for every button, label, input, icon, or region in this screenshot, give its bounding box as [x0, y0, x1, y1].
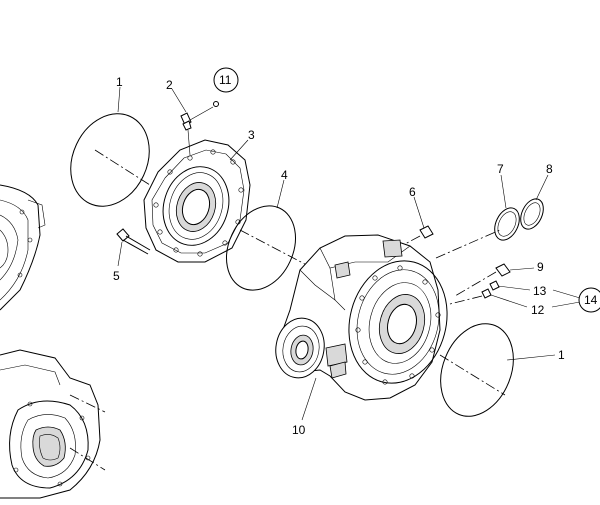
fitting-part-9: [454, 263, 511, 297]
callout-circle-14: [578, 287, 600, 313]
o-ring-part-1-left: [70, 113, 150, 207]
left-lower-assembly: [0, 349, 106, 499]
callout-label-13: 13: [533, 284, 547, 298]
cover-plate-part-3: [143, 139, 251, 263]
o-ring-part-1-right: [440, 323, 514, 417]
callouts: 1 2 11 3 4 5 6 7 8 9 13 14 12 1 10: [113, 67, 600, 437]
snap-ring-part-8: [520, 198, 544, 230]
ball-part-11: [213, 101, 219, 107]
housing-part-10: [275, 234, 448, 401]
ring-part-7: [494, 207, 520, 241]
callout-label-11: 11: [219, 73, 232, 87]
callout-label-5: 5: [113, 269, 120, 283]
callout-label-7: 7: [497, 162, 504, 176]
callout-label-10: 10: [292, 423, 306, 437]
plug-part-12: [481, 288, 492, 299]
callout-label-2: 2: [166, 78, 173, 92]
o-ring-part-4: [226, 205, 296, 291]
leader-lines: [117, 86, 581, 421]
plug-part-13: [489, 280, 500, 291]
fitting-part-2: [180, 112, 192, 156]
callout-label-8: 8: [546, 162, 553, 176]
callout-label-9: 9: [537, 260, 544, 274]
callout-circle-11: [213, 67, 239, 93]
callout-label-1-right: 1: [558, 348, 565, 362]
bolt-part-5: [116, 228, 151, 255]
callout-label-6: 6: [409, 185, 416, 199]
callout-label-3: 3: [248, 128, 255, 142]
callout-label-12: 12: [531, 303, 545, 317]
callout-label-1-left: 1: [116, 75, 123, 89]
callout-label-14: 14: [584, 293, 598, 307]
left-upper-assembly: [0, 184, 46, 311]
plug-part-6: [404, 225, 434, 245]
callout-label-4: 4: [281, 168, 288, 182]
